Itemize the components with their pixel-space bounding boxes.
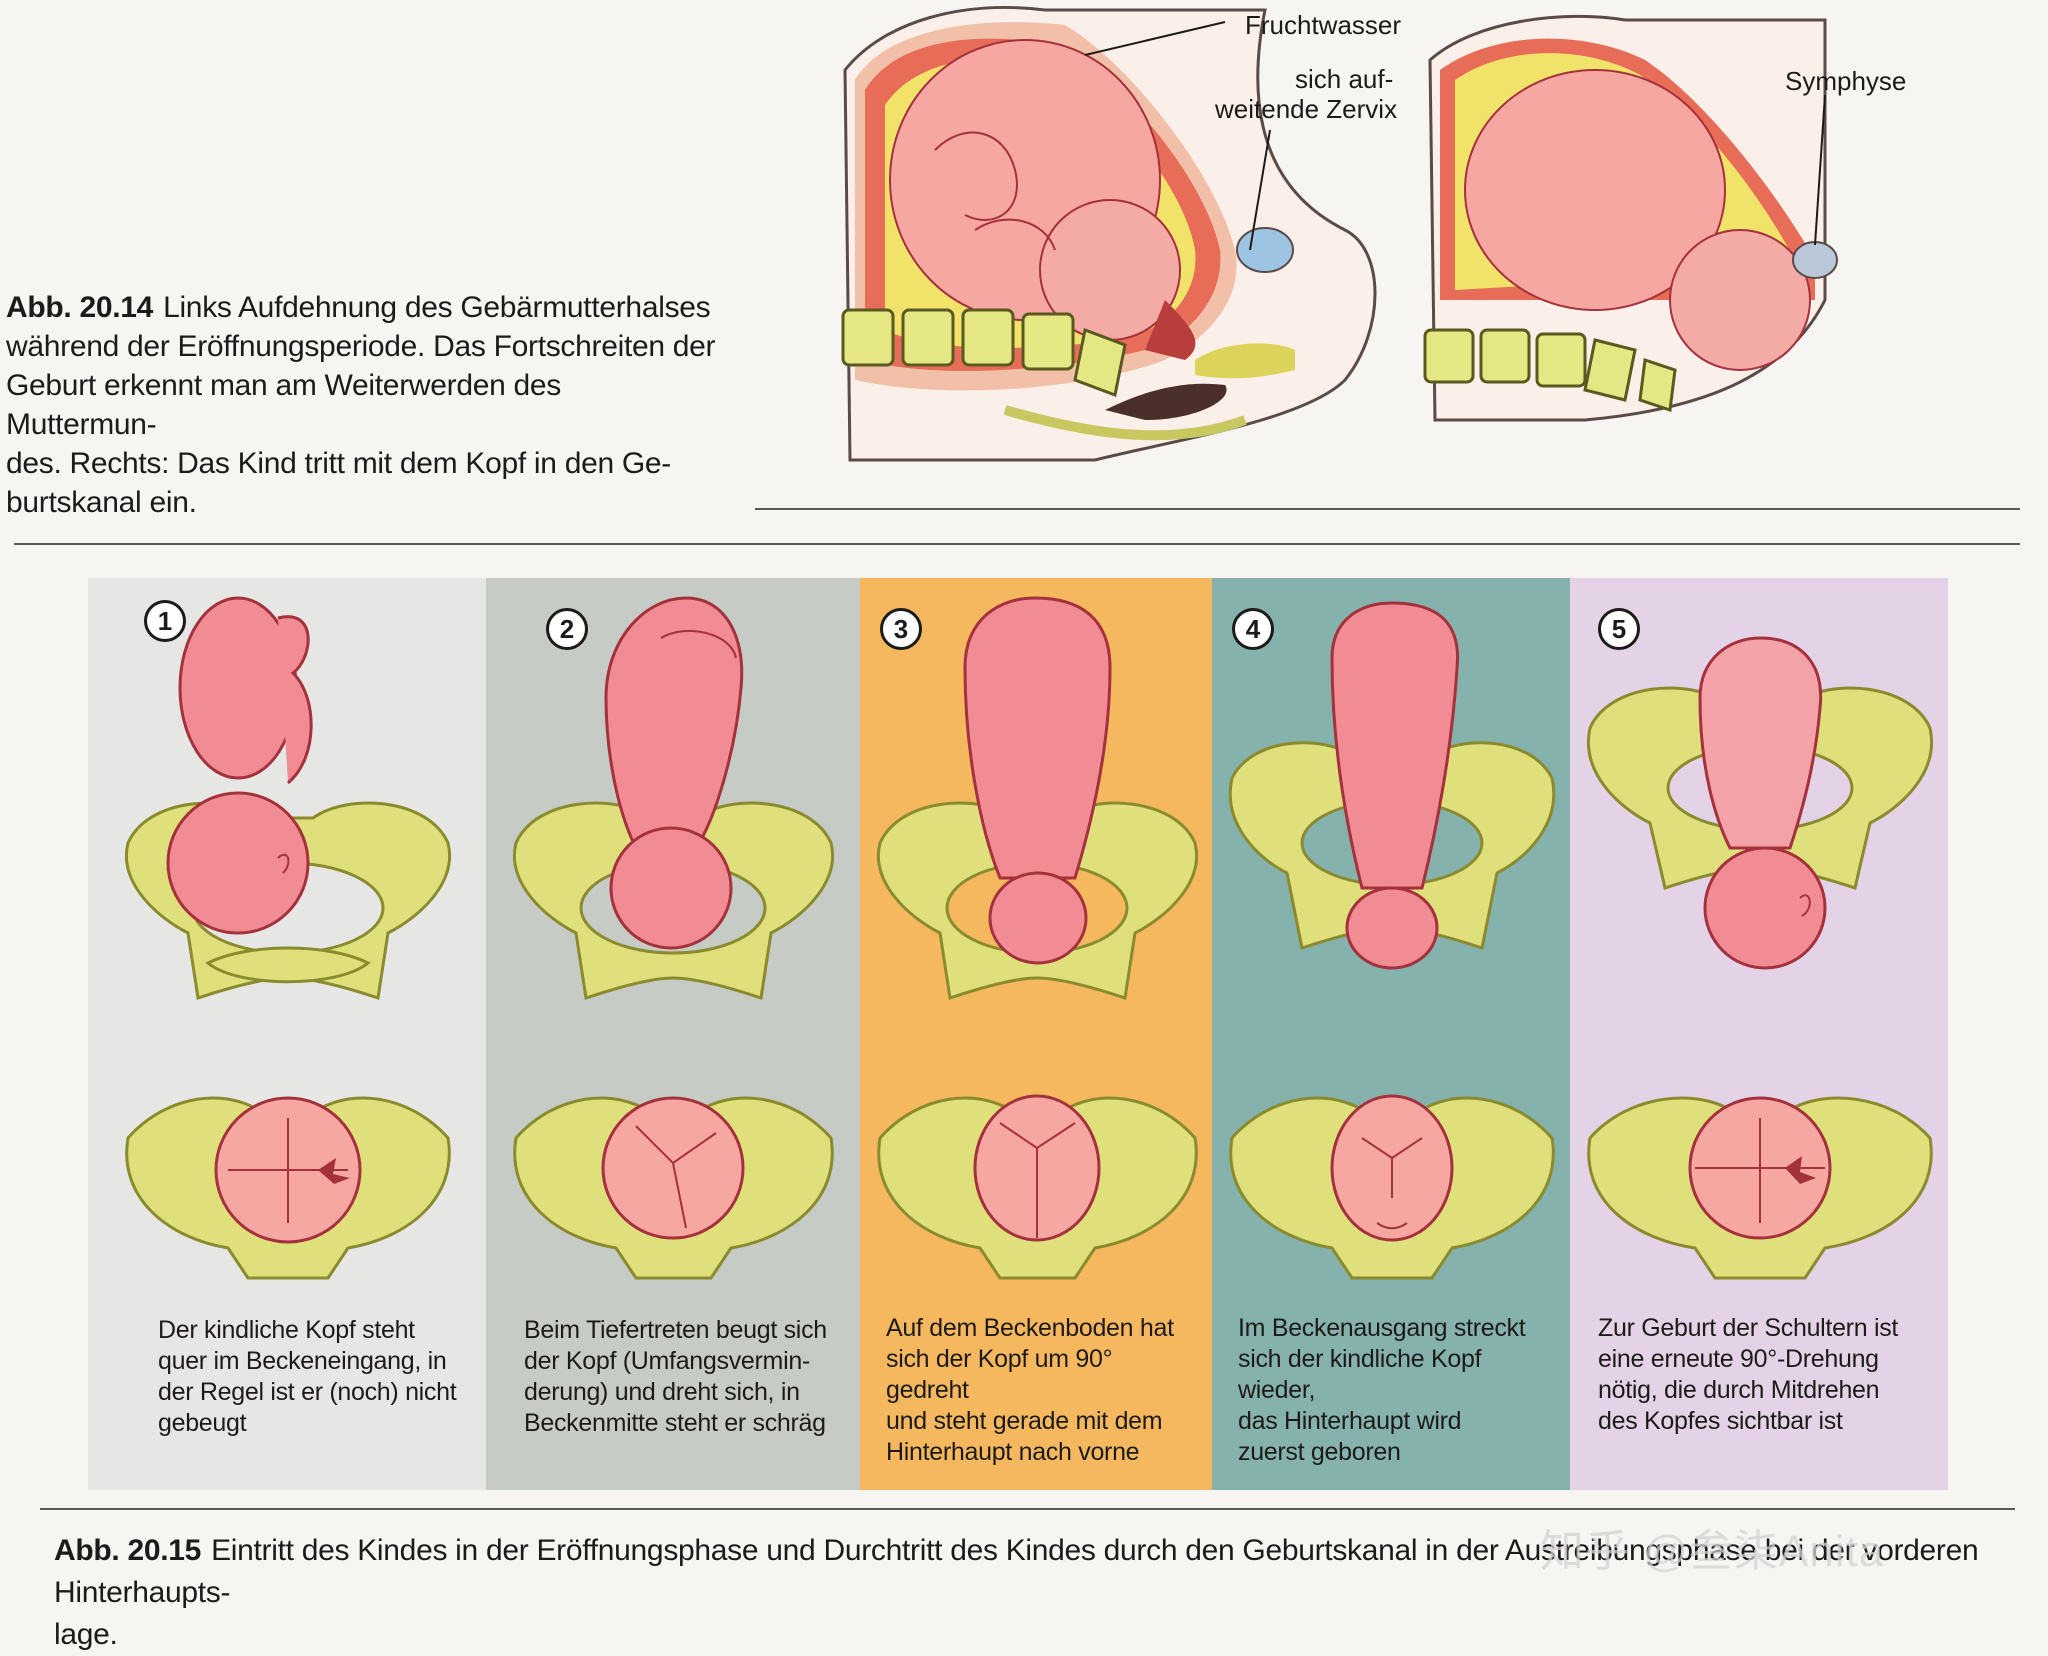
panel-2-illustration	[513, 596, 834, 1280]
divider-top-full	[14, 543, 2020, 545]
caption-text: Eintritt des Kindes in der Eröffnungspha…	[54, 1534, 1979, 1609]
description-line: Hinterhaupt nach vorne	[886, 1438, 1140, 1466]
label-zervix-2: weitende Zervix	[1214, 94, 1397, 124]
panel-5: 5 Zur Geburt der Schultern ist eine erne…	[1570, 578, 1948, 1490]
spine-vertebrae-right	[1423, 328, 1677, 413]
description-line: eine erneute 90°-Drehung	[1598, 1345, 1879, 1373]
panel-3-description: Auf dem Beckenboden hat sich der Kopf um…	[886, 1313, 1196, 1468]
panel-5-illustration	[1587, 636, 1933, 1280]
watermark: 知乎 @叁柒Anita	[1540, 1527, 1885, 1576]
panel-3: 3 Auf dem Beckenboden hat sich der Kopf …	[860, 578, 1212, 1490]
caption-text-line-2: lage.	[54, 1618, 118, 1651]
figure-20-14-caption: Abb. 20.14 Links Aufdehnung des Gebärmutt…	[6, 288, 716, 522]
step-number: 2	[546, 608, 588, 650]
pelvis-bottom-view	[513, 1096, 834, 1280]
spine-vertebrae-left	[841, 308, 1127, 398]
caption-line: des. Rechts: Das Kind tritt mit dem Kopf…	[6, 447, 671, 480]
panel-1: 1 Der kindliche Kopf steht quer im Becke…	[88, 578, 486, 1490]
description-line: zuerst geboren	[1238, 1438, 1401, 1466]
description-line: der Regel ist er (noch) nicht	[158, 1378, 457, 1406]
panel-1-description: Der kindliche Kopf steht quer im Beckene…	[158, 1315, 468, 1439]
caption-line: während der Eröffnungsperiode. Das Forts…	[6, 330, 716, 363]
panel-3-illustration	[877, 596, 1198, 1280]
figure-20-14-label: Abb. 20.14	[6, 291, 154, 324]
figure-20-15-label: Abb. 20.15	[54, 1534, 202, 1567]
description-line: sich der Kopf um 90° gedreht	[886, 1345, 1113, 1404]
description-line: gebeugt	[158, 1409, 247, 1437]
divider-bottom	[40, 1508, 2015, 1510]
panel-2: 2 Beim Tiefertreten beugt sich der Kopf …	[486, 578, 860, 1490]
step-number: 1	[144, 600, 186, 642]
step-number: 5	[1598, 608, 1640, 650]
fetus-side-view	[1330, 601, 1460, 970]
figure-20-14-illustration: Fruchtwasser sich auf- weitende Zervix S…	[841, 6, 1906, 462]
description-line: nötig, die durch Mitdrehen	[1598, 1376, 1880, 1404]
panel-4-illustration	[1228, 601, 1556, 1280]
label-fruchtwasser: Fruchtwasser	[1245, 10, 1401, 40]
description-line: des Kopfes sichtbar ist	[1598, 1407, 1843, 1435]
panel-5-description: Zur Geburt der Schultern ist eine erneut…	[1598, 1313, 1908, 1437]
caption-line: burtskanal ein.	[6, 486, 197, 519]
pelvis-bottom-view	[125, 1096, 451, 1280]
pelvis-bottom-view	[1587, 1096, 1933, 1280]
label-zervix-1: sich auf-	[1295, 64, 1393, 94]
panel-4: 4 Im Beckenausgang streckt sich der kind…	[1212, 578, 1570, 1490]
panel-4-description: Im Beckenausgang streckt sich der kindli…	[1238, 1313, 1548, 1468]
description-line: das Hinterhaupt wird	[1238, 1407, 1462, 1435]
uterus-cross-section-right	[1428, 14, 1838, 422]
step-number: 4	[1232, 608, 1274, 650]
description-line: und steht gerade mit dem	[886, 1407, 1163, 1435]
pelvis-bottom-view	[1229, 1094, 1555, 1280]
description-line: Zur Geburt der Schultern ist	[1598, 1314, 1899, 1342]
description-line: quer im Beckeneingang, in	[158, 1347, 447, 1375]
divider-top-short	[755, 508, 2020, 510]
step-number: 3	[880, 608, 922, 650]
description-line: Im Beckenausgang streckt	[1238, 1314, 1526, 1342]
label-symphyse: Symphyse	[1785, 66, 1906, 96]
description-line: der Kopf (Umfangsvermin-	[524, 1347, 810, 1375]
description-line: derung) und dreht sich, in	[524, 1378, 800, 1406]
caption-line: Links Aufdehnung des Gebärmutterhalses	[163, 291, 711, 324]
description-line: Beim Tiefertreten beugt sich	[524, 1316, 827, 1344]
pelvis-bottom-view	[877, 1094, 1198, 1280]
caption-line: Geburt erkennt man am Weiterwerden des M…	[6, 369, 561, 441]
description-line: Beckenmitte steht er schräg	[524, 1409, 826, 1437]
description-line: Auf dem Beckenboden hat	[886, 1314, 1174, 1342]
description-line: sich der kindliche Kopf wieder,	[1238, 1345, 1482, 1404]
fetus-side-view	[604, 596, 744, 950]
fetus-side-view	[963, 596, 1112, 965]
figure-20-15-panels: 1 Der kindliche Kopf steht quer im Becke…	[88, 578, 1948, 1490]
description-line: Der kindliche Kopf steht	[158, 1316, 415, 1344]
panel-2-description: Beim Tiefertreten beugt sich der Kopf (U…	[524, 1315, 834, 1439]
fetus-side-view	[1698, 636, 1827, 970]
fetus-side-view	[166, 596, 313, 935]
panel-1-illustration	[125, 596, 451, 1280]
